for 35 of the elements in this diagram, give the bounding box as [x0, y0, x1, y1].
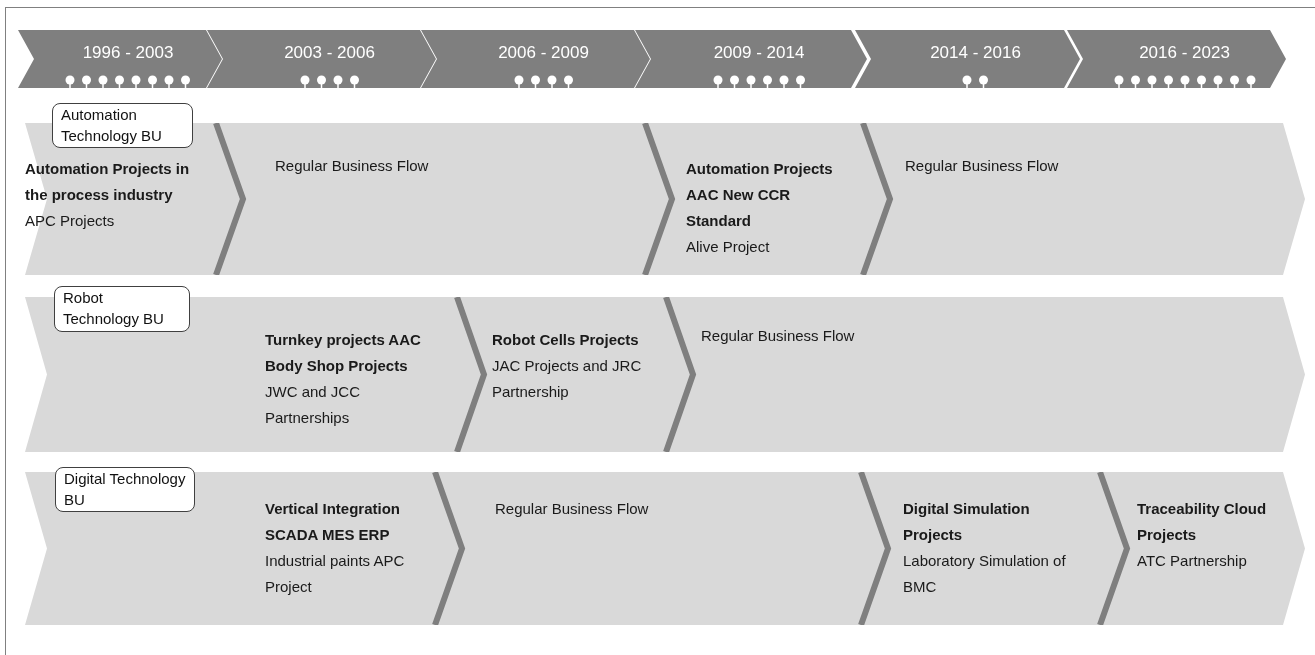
period-label: 2006 - 2009 [498, 42, 589, 64]
phase-title: Turnkey projects AAC Body Shop Projects [265, 330, 422, 376]
period-label: 2014 - 2016 [930, 42, 1021, 64]
phase-description: Alive Project [686, 237, 771, 257]
period-label: 2016 - 2023 [1139, 42, 1230, 64]
phase-title: Automation Projects AAC New CCR Standard [686, 159, 834, 231]
phase-title: Robot Cells Projects [492, 330, 640, 350]
timeline-period [18, 30, 222, 88]
timeline-period [421, 30, 650, 88]
swimlane-band [25, 123, 1305, 275]
phase-description: Laboratory Simulation of BMC [903, 551, 1067, 597]
timeline-period [635, 30, 867, 88]
phase-title: Automation Projects in the process industry [25, 159, 191, 205]
phase-description: Regular Business Flow [905, 156, 1060, 176]
unit-label: Robot Technology BU [54, 286, 190, 332]
period-label: 2003 - 2006 [284, 42, 375, 64]
phase-title: Digital Simulation Projects [903, 499, 1031, 545]
timeline-period [855, 30, 1080, 88]
phase-description: JAC Projects and JRC Partnership [492, 356, 643, 402]
period-label: 2009 - 2014 [713, 42, 805, 64]
phase-description: Regular Business Flow [495, 499, 650, 519]
phase-description: Industrial paints APC Project [265, 551, 406, 597]
unit-label: Automation Technology BU [52, 103, 193, 148]
swimlane-band [25, 472, 1305, 625]
unit-label: Digital Technology BU [55, 467, 195, 512]
timeline-period [1067, 30, 1286, 88]
phase-description: ATC Partnership [1137, 551, 1248, 571]
phase-description: Regular Business Flow [701, 326, 856, 346]
phase-description: Regular Business Flow [275, 156, 430, 176]
phase-title: Vertical Integration SCADA MES ERP [265, 499, 402, 545]
phase-title: Traceability Cloud Projects [1137, 499, 1268, 545]
timeline-period [207, 30, 436, 88]
phase-description: APC Projects [25, 211, 116, 231]
phase-description: JWC and JCC Partnerships [265, 382, 362, 428]
period-label: 1996 - 2003 [82, 42, 174, 64]
